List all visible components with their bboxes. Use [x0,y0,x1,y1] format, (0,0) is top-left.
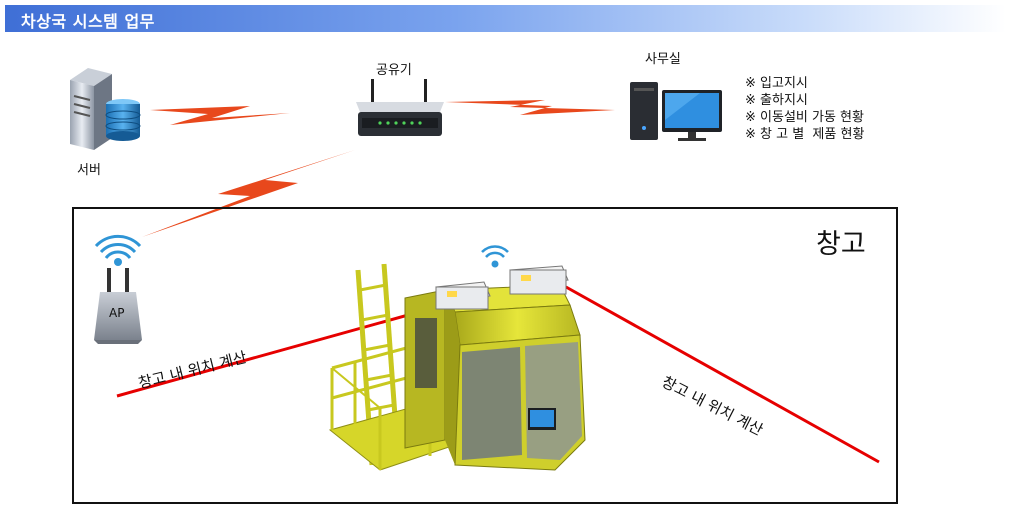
desktop-computer-icon [630,82,722,141]
link-router-ap [142,150,355,237]
server-label: 서버 [77,163,101,178]
office-task-item: ※ 창 고 별 제품 현황 [745,127,865,142]
ap-label: AP [109,306,125,320]
office-label: 사무실 [645,52,681,67]
page-title: 차상국 시스템 업무 [21,12,155,31]
server-icon [70,68,141,150]
office-task-item: ※ 입고지시 [745,76,808,91]
office-task-item: ※ 출하지시 [745,93,808,108]
title-bar: 차상국 시스템 업무 [5,5,1006,32]
warehouse-frame [72,207,898,504]
stacker-crane-vehicle [328,245,586,471]
router-label: 공유기 [376,63,412,78]
access-point-icon [94,268,142,344]
wifi-icon [94,234,142,266]
warehouse-title: 창고 [816,229,866,260]
laser-line-right [565,285,880,464]
link-router-office [445,100,615,115]
router-icon [356,79,444,136]
office-task-item: ※ 이동설비 가동 현황 [745,110,864,125]
link-server-router [150,106,290,125]
office-task-list: ※ 입고지시 ※ 출하지시 ※ 이동설비 가동 현황 ※ 창 고 별 제품 현황 [745,75,864,143]
